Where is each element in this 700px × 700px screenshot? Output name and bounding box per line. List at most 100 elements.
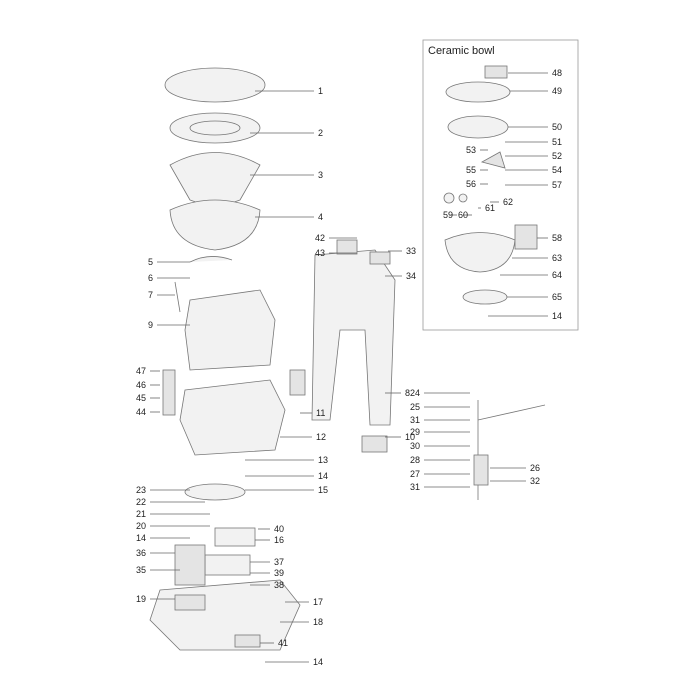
part-number-label: 34 — [406, 271, 416, 281]
part-number-label: 46 — [136, 380, 146, 390]
part-63 — [444, 232, 516, 273]
part-number-label: 3 — [318, 170, 323, 180]
part-number-label: 25 — [410, 402, 420, 412]
part-11 — [289, 369, 306, 396]
part-number-label: 11 — [316, 408, 325, 418]
part-number-label: 19 — [136, 594, 146, 604]
part-60 — [458, 193, 468, 203]
part-number-label: 50 — [552, 122, 562, 132]
part-number-label: 33 — [406, 246, 416, 256]
part-number-label: 48 — [552, 68, 562, 78]
part-number-label: 14 — [318, 471, 328, 481]
part-16 — [214, 527, 256, 547]
part-number-label: 1 — [318, 86, 323, 96]
inset-title: Ceramic bowl — [428, 45, 495, 57]
part-10 — [361, 435, 388, 453]
part-58 — [514, 224, 538, 250]
part-number-label: 47 — [136, 366, 146, 376]
part-bowl-insert — [169, 152, 261, 206]
part-number-label: 9 — [148, 320, 153, 330]
part-48 — [484, 65, 508, 79]
part-number-label: 10 — [405, 432, 415, 442]
part-41 — [234, 634, 261, 648]
part-number-label: 29 — [410, 427, 420, 437]
part-number-label: 38 — [274, 580, 284, 590]
part-number-label: 43 — [315, 248, 325, 258]
part-number-label: 20 — [136, 521, 146, 531]
part-number-label: 30 — [410, 441, 420, 451]
part-number-label: 12 — [316, 432, 326, 442]
part-number-label: 56 — [466, 179, 476, 189]
part-number-label: 32 — [530, 476, 540, 486]
part-19 — [174, 594, 206, 611]
part-number-label: 15 — [318, 485, 328, 495]
part-valve-group — [162, 369, 176, 416]
part-number-label: 22 — [136, 497, 146, 507]
part-number-label: 2 — [318, 128, 323, 138]
part-number-label: 14 — [552, 311, 562, 321]
part-number-label: 63 — [552, 253, 562, 263]
part-number-label: 14 — [313, 657, 323, 667]
part-5 — [189, 256, 233, 263]
part-number-label: 6 — [148, 273, 153, 283]
part-number-label: 17 — [313, 597, 323, 607]
part-15 — [184, 483, 246, 501]
part-number-label: 37 — [274, 557, 284, 567]
part-number-labels: 1234810111213141516171814333442434037393… — [136, 68, 562, 667]
part-number-label: 59 — [443, 210, 453, 220]
main-parts — [149, 67, 546, 651]
part-number-label: 31 — [410, 415, 420, 425]
part-number-label: 36 — [136, 548, 146, 558]
part-number-label: 7 — [148, 290, 153, 300]
ceramic-bowl-inset-frame — [422, 39, 579, 331]
part-number-label: 13 — [318, 455, 328, 465]
part-number-label: 41 — [278, 638, 288, 648]
part-54 — [480, 151, 506, 169]
part-number-label: 24 — [410, 388, 420, 398]
part-number-label: 44 — [136, 407, 146, 417]
part-housing-top — [184, 289, 276, 371]
part-number-label: 57 — [552, 180, 562, 190]
part-37 — [204, 554, 251, 576]
part-bowl — [169, 199, 261, 251]
inset-parts — [443, 65, 538, 305]
part-number-label: 31 — [410, 482, 420, 492]
part-50 — [447, 115, 509, 139]
part-number-label: 45 — [136, 393, 146, 403]
part-number-label: 58 — [552, 233, 562, 243]
part-number-label: 18 — [313, 617, 323, 627]
part-7 — [174, 281, 181, 313]
part-65 — [462, 289, 508, 305]
part-42 — [336, 239, 358, 255]
part-number-label: 5 — [148, 257, 153, 267]
part-number-label: 54 — [552, 165, 562, 175]
part-number-label: 23 — [136, 485, 146, 495]
part-number-label: 49 — [552, 86, 562, 96]
part-number-label: 52 — [552, 151, 562, 161]
part-number-label: 64 — [552, 270, 562, 280]
part-lid — [164, 67, 266, 103]
part-26 — [473, 454, 489, 486]
part-59 — [443, 192, 455, 204]
part-number-label: 51 — [552, 137, 562, 147]
part-number-label: 62 — [503, 197, 513, 207]
part-33 — [369, 251, 391, 265]
part-number-label: 53 — [466, 145, 476, 155]
part-number-label: 27 — [410, 469, 420, 479]
part-number-label: 42 — [315, 233, 325, 243]
part-number-label: 8 — [405, 388, 410, 398]
part-number-label: 60 — [458, 210, 468, 220]
part-side-panel — [311, 249, 396, 426]
part-number-label: 55 — [466, 165, 476, 175]
part-number-label: 21 — [136, 509, 146, 519]
part-number-label: 16 — [274, 535, 284, 545]
part-number-label: 4 — [318, 212, 323, 222]
part-number-label: 35 — [136, 565, 146, 575]
part-number-label: 40 — [274, 524, 284, 534]
part-number-label: 26 — [530, 463, 540, 473]
part-number-label: 61 — [485, 203, 495, 213]
part-number-label: 39 — [274, 568, 284, 578]
part-49 — [445, 81, 511, 103]
part-35 — [174, 544, 206, 586]
